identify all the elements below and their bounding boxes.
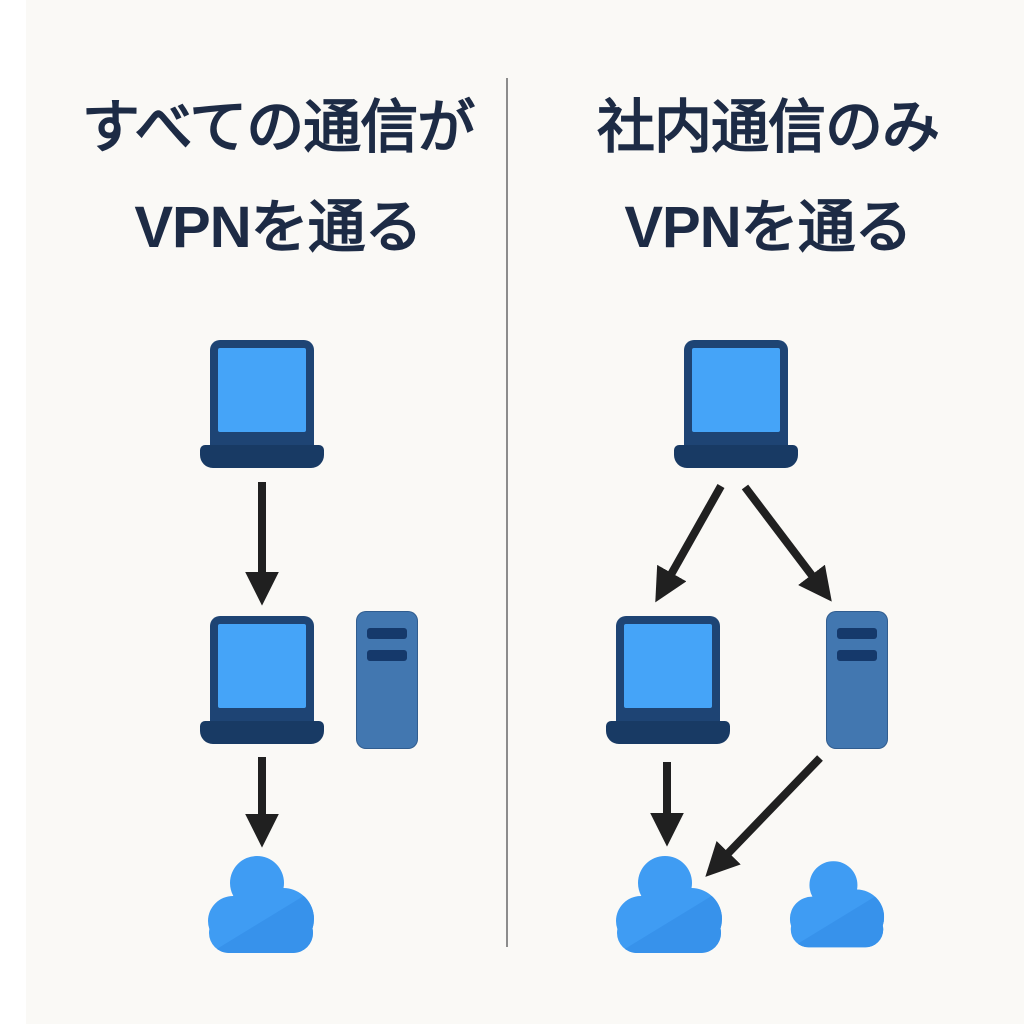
laptop-screen-frame (616, 616, 720, 726)
cloud-icon (615, 849, 723, 955)
server-icon (356, 611, 418, 749)
panel-divider (506, 78, 508, 947)
left-panel-title: すべての通信が VPNを通る (22, 78, 534, 278)
right-panel-title: 社内通信のみ VPNを通る (512, 78, 1024, 278)
laptop-icon (674, 340, 798, 468)
laptop-screen-glass (624, 624, 712, 708)
arrow-right-client-to-server (741, 484, 832, 602)
laptop-screen-glass (692, 348, 780, 432)
right-title-line2: VPNを通る (624, 195, 912, 260)
laptop-icon (200, 340, 324, 468)
server-icon (826, 611, 888, 749)
server-slot (367, 650, 407, 661)
laptop-base (606, 721, 730, 744)
laptop-icon (606, 616, 730, 744)
server-slot (837, 628, 877, 639)
laptop-screen-frame (684, 340, 788, 450)
laptop-base (200, 721, 324, 744)
laptop-screen-frame (210, 616, 314, 726)
laptop-screen-glass (218, 624, 306, 708)
cloud-icon (207, 849, 315, 955)
laptop-icon (200, 616, 324, 744)
laptop-base (674, 445, 798, 468)
server-slot (837, 650, 877, 661)
laptop-base (200, 445, 324, 468)
right-title-line1: 社内通信のみ (596, 95, 940, 160)
server-slot (367, 628, 407, 639)
laptop-screen-frame (210, 340, 314, 450)
page-left-margin (0, 0, 26, 1024)
left-title-line2: VPNを通る (134, 195, 422, 260)
laptop-screen-glass (218, 348, 306, 432)
cloud-shape (616, 856, 722, 953)
left-title-line1: すべての通信が (81, 95, 476, 160)
arrow-right-client-to-vpn (655, 484, 725, 603)
cloud-shape (208, 856, 314, 953)
cloud-shape (789, 861, 885, 948)
cloud-icon (789, 852, 885, 952)
